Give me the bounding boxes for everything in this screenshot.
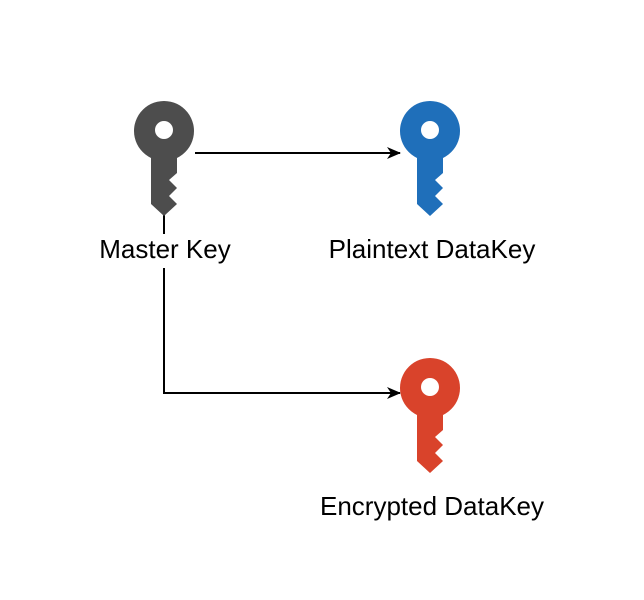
plaintext-datakey-icon: [400, 100, 460, 216]
plaintext-datakey-label: Plaintext DataKey: [329, 234, 536, 264]
encrypted-datakey-node: Encrypted DataKey: [320, 357, 544, 521]
plaintext-datakey-node: Plaintext DataKey: [329, 100, 536, 264]
encrypted-datakey-icon: [400, 357, 460, 473]
master-key-node: Master Key: [80, 100, 250, 268]
master-key-icon: [134, 100, 194, 216]
master-key-label: Master Key: [99, 234, 231, 264]
encrypted-datakey-label: Encrypted DataKey: [320, 491, 544, 521]
edge-master-to-encrypted: [163, 215, 401, 399]
